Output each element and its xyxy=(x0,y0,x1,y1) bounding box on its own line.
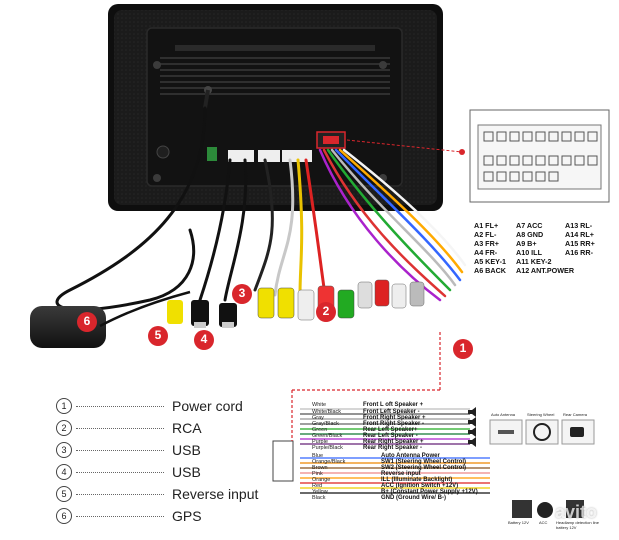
wire-function: Rear Left Speaker+ xyxy=(363,427,418,433)
legend-label: GPS xyxy=(172,508,202,524)
wire-color: White xyxy=(312,402,327,408)
legend-label: USB xyxy=(172,464,201,480)
cables xyxy=(55,106,467,312)
wire-color: White/Black xyxy=(312,409,342,415)
pin-label: A15 RR+ xyxy=(565,239,595,248)
wire-function: Front Left Speaker - xyxy=(363,409,420,415)
pin-label: A14 RL+ xyxy=(565,230,594,239)
wire-function: SW1 (Steering Wheel Control) xyxy=(381,459,467,465)
wire-color: Purple/Black xyxy=(312,445,343,451)
device-label: Auto Antenna xyxy=(491,412,516,417)
pin-label: A16 RR- xyxy=(565,248,594,257)
wire-color: Blue xyxy=(312,453,324,459)
pin-label: A11 KEY-2 xyxy=(516,257,552,266)
legend-number: 4 xyxy=(56,464,72,480)
device-label: Headlamp detection line battery 12V xyxy=(556,520,599,530)
legend-row: 2 RCA xyxy=(56,418,202,438)
device-label: Battery 12V xyxy=(508,520,529,525)
callout-number: 4 xyxy=(200,332,208,346)
callout-number: 1 xyxy=(459,341,467,355)
callout-number: 3 xyxy=(238,286,246,300)
leader-line xyxy=(76,449,164,451)
wire-function: Rear Right Speaker + xyxy=(363,439,424,445)
cooling-fins xyxy=(160,57,390,95)
legend-row: 6 GPS xyxy=(56,506,202,526)
wire-color: Green xyxy=(312,427,328,433)
legend-row: 5 Reverse input xyxy=(56,484,258,504)
device-label: ACC xyxy=(539,520,548,525)
device-label: Steering Wheel xyxy=(527,412,555,417)
pin-label: A8 GND xyxy=(516,230,543,239)
leader-line xyxy=(76,405,164,407)
usb-plugs xyxy=(167,300,237,328)
wire-color: Orange xyxy=(312,477,331,483)
legend-label: USB xyxy=(172,442,201,458)
harness-diagram xyxy=(272,330,595,518)
pin-label: A12 ANT.POWER xyxy=(516,266,575,275)
wire-function: Auto Antenna Power xyxy=(381,453,440,459)
wire-function: Rear Right Speaker - xyxy=(363,445,423,451)
wire-color: Green/Black xyxy=(312,433,343,439)
watermark: avito xyxy=(555,502,598,522)
wire-color: Yellow xyxy=(312,489,328,495)
pin-label: A1 FL+ xyxy=(474,221,498,230)
legend-label: Power cord xyxy=(172,398,243,414)
wire-color: Gray/Black xyxy=(312,421,339,427)
pin-label: A6 BACK xyxy=(474,266,507,275)
wire-color: Pink xyxy=(312,471,323,477)
leader-line xyxy=(76,515,164,517)
device-label: Rear Camera xyxy=(563,412,588,417)
wire-color: Black xyxy=(312,495,326,501)
wire-function: B+ (Constant Power Supply +12V) xyxy=(381,489,478,495)
pinout-connector xyxy=(346,109,610,203)
wire-function: Front Right Speaker - xyxy=(363,421,425,427)
leader-line xyxy=(76,493,164,495)
wire-color: Orange/Black xyxy=(312,459,346,465)
wire-function: Reverse input xyxy=(381,471,421,477)
wire-function: Front Right Speaker + xyxy=(363,415,426,421)
wire-function: Front L oft Speaker + xyxy=(363,402,424,408)
legend-label: RCA xyxy=(172,420,202,436)
wire-color: Purple xyxy=(312,439,328,445)
legend-label: Reverse input xyxy=(172,486,259,502)
legend-row: 3 USB xyxy=(56,440,201,460)
legend-number: 1 xyxy=(56,398,72,414)
legend-row: 1 Power cord xyxy=(56,396,243,416)
legend-number: 6 xyxy=(56,508,72,524)
pin-label: A4 FR- xyxy=(474,248,498,257)
wire-color: Gray xyxy=(312,415,324,421)
wire-function: Rear Left Speaker - xyxy=(363,433,418,439)
wire-function: ACC (Ignition Switch +12V) xyxy=(381,483,459,489)
pin-label: A10 ILL xyxy=(516,248,543,257)
wire-color: Brown xyxy=(312,465,328,471)
pinout-table: A1 FL+ A7 ACC A13 RL- A2 FL- A8 GND A14 … xyxy=(474,221,595,275)
legend-number: 2 xyxy=(56,420,72,436)
leader-line xyxy=(76,427,164,429)
callout-number: 6 xyxy=(83,314,91,328)
pin-label: A2 FL- xyxy=(474,230,497,239)
pin-label: A5 KEY-1 xyxy=(474,257,506,266)
head-unit xyxy=(108,4,443,211)
wire-function: ILL (Illuminate Backlight) xyxy=(381,477,453,483)
leader-line xyxy=(76,471,164,473)
rca-plugs xyxy=(257,279,425,321)
pin-label: A9 B+ xyxy=(516,239,537,248)
legend-number: 3 xyxy=(56,442,72,458)
legend-row: 4 USB xyxy=(56,462,201,482)
callout-number: 5 xyxy=(154,328,162,342)
pin-label: A3 FR+ xyxy=(474,239,499,248)
wire-color: Red xyxy=(312,483,323,489)
wire-function: GND (Ground Wire/ B-) xyxy=(381,495,446,501)
pin-label: A13 RL- xyxy=(565,221,593,230)
wire-function: SW2 (Steering Wheel Control) xyxy=(381,465,467,471)
pin-label: A7 ACC xyxy=(516,221,543,230)
callout-number: 2 xyxy=(322,304,330,318)
callouts xyxy=(77,284,473,359)
legend-number: 5 xyxy=(56,486,72,502)
